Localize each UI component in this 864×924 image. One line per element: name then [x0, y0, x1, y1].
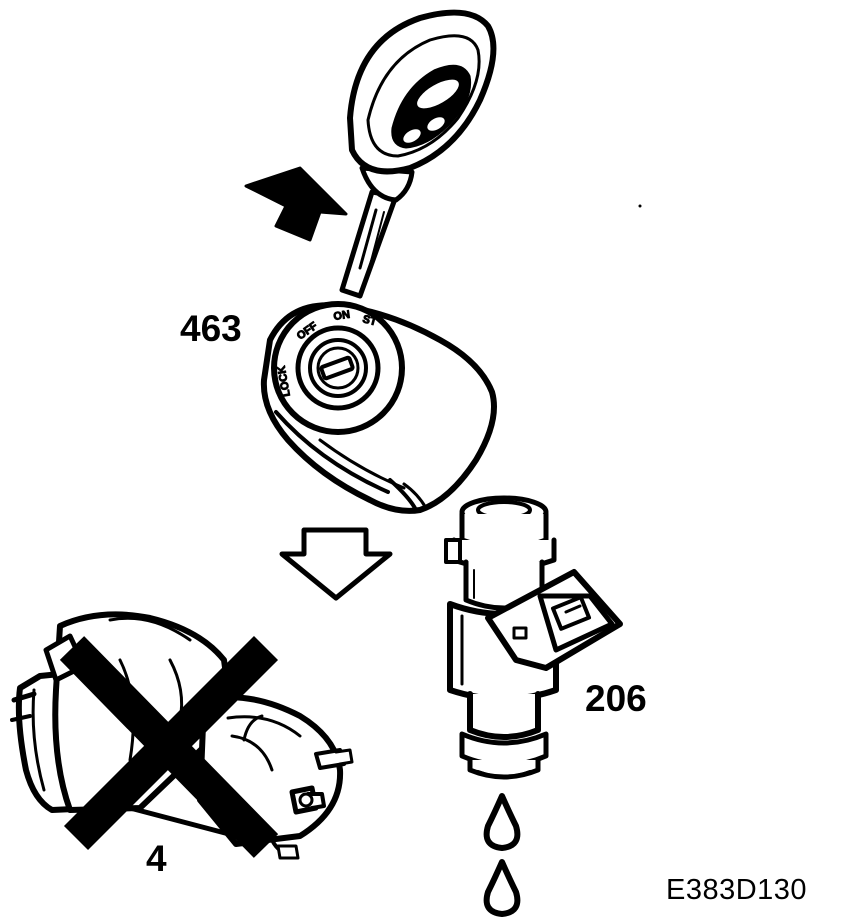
speck — [638, 204, 642, 208]
key-fob-icon — [339, 9, 497, 299]
label-ignition-switch: 463 — [180, 308, 242, 349]
figure-code: E383D130 — [666, 874, 808, 906]
label-starter-motor: 4 — [146, 838, 167, 879]
switch-position-on: ON — [333, 309, 351, 323]
fuel-injector-icon — [444, 495, 623, 780]
switch-position-lock: LOCK — [276, 365, 293, 398]
arrow-up-right-icon — [244, 166, 348, 242]
fuel-drop-icon — [483, 793, 521, 917]
switch-position-start: ST — [361, 313, 378, 328]
label-injector: 206 — [585, 678, 647, 719]
arrow-down-outline-icon — [279, 527, 393, 601]
cross-out-icon — [59, 635, 279, 858]
ignition-switch-icon: LOCK OFF ON ST — [260, 301, 497, 514]
